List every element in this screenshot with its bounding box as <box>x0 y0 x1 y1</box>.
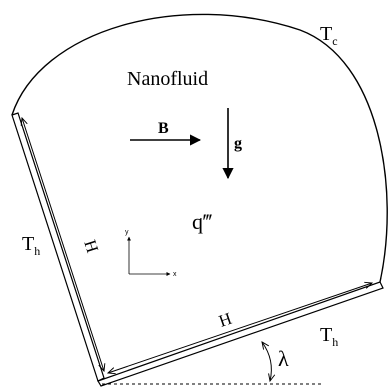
cold-wall-arc <box>11 13 388 283</box>
bottom-length-label: H <box>216 309 234 331</box>
left-dimension-arrow <box>22 118 104 371</box>
angle-arc <box>262 342 271 381</box>
heat-generation-label: q‴ <box>192 209 212 234</box>
bottom-dimension-arrow <box>108 283 372 373</box>
axis-y-label: y <box>125 229 129 236</box>
bottom-hot-wall-label: Th <box>320 324 338 349</box>
left-hot-wall-label: Th <box>22 233 40 258</box>
bottom-hot-wall <box>97 281 384 387</box>
title-label: Nanofluid <box>127 68 208 90</box>
gravity-label: g <box>234 135 242 152</box>
cold-wall-label: Tc <box>320 23 338 48</box>
angle-label: λ <box>278 346 289 371</box>
magnetic-field-label: B <box>158 120 169 137</box>
axis-x-label: x <box>173 271 177 278</box>
left-length-label: H <box>80 238 102 256</box>
